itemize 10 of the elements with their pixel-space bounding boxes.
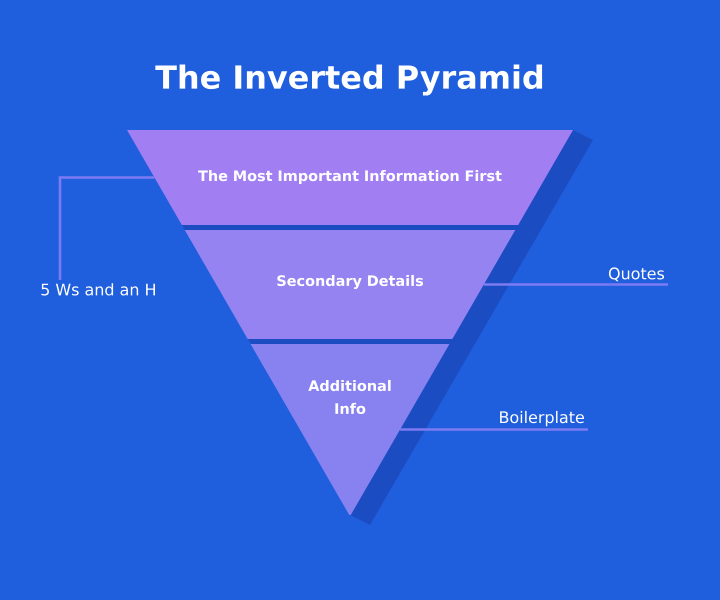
leader-line — [484, 283, 668, 286]
leader-line — [400, 428, 588, 431]
pyramid-tier: The Most Important Information First — [127, 130, 573, 225]
pyramid-tier: Additional Info — [250, 344, 450, 515]
callout-label: 5 Ws and an H — [41, 283, 155, 296]
title: The Inverted Pyramid — [155, 64, 542, 96]
callout-label: Quotes — [608, 267, 664, 282]
pyramid-tier: Secondary Details — [184, 230, 516, 339]
callout-label: Boilerplate — [500, 410, 584, 426]
leader-line — [58, 176, 154, 280]
